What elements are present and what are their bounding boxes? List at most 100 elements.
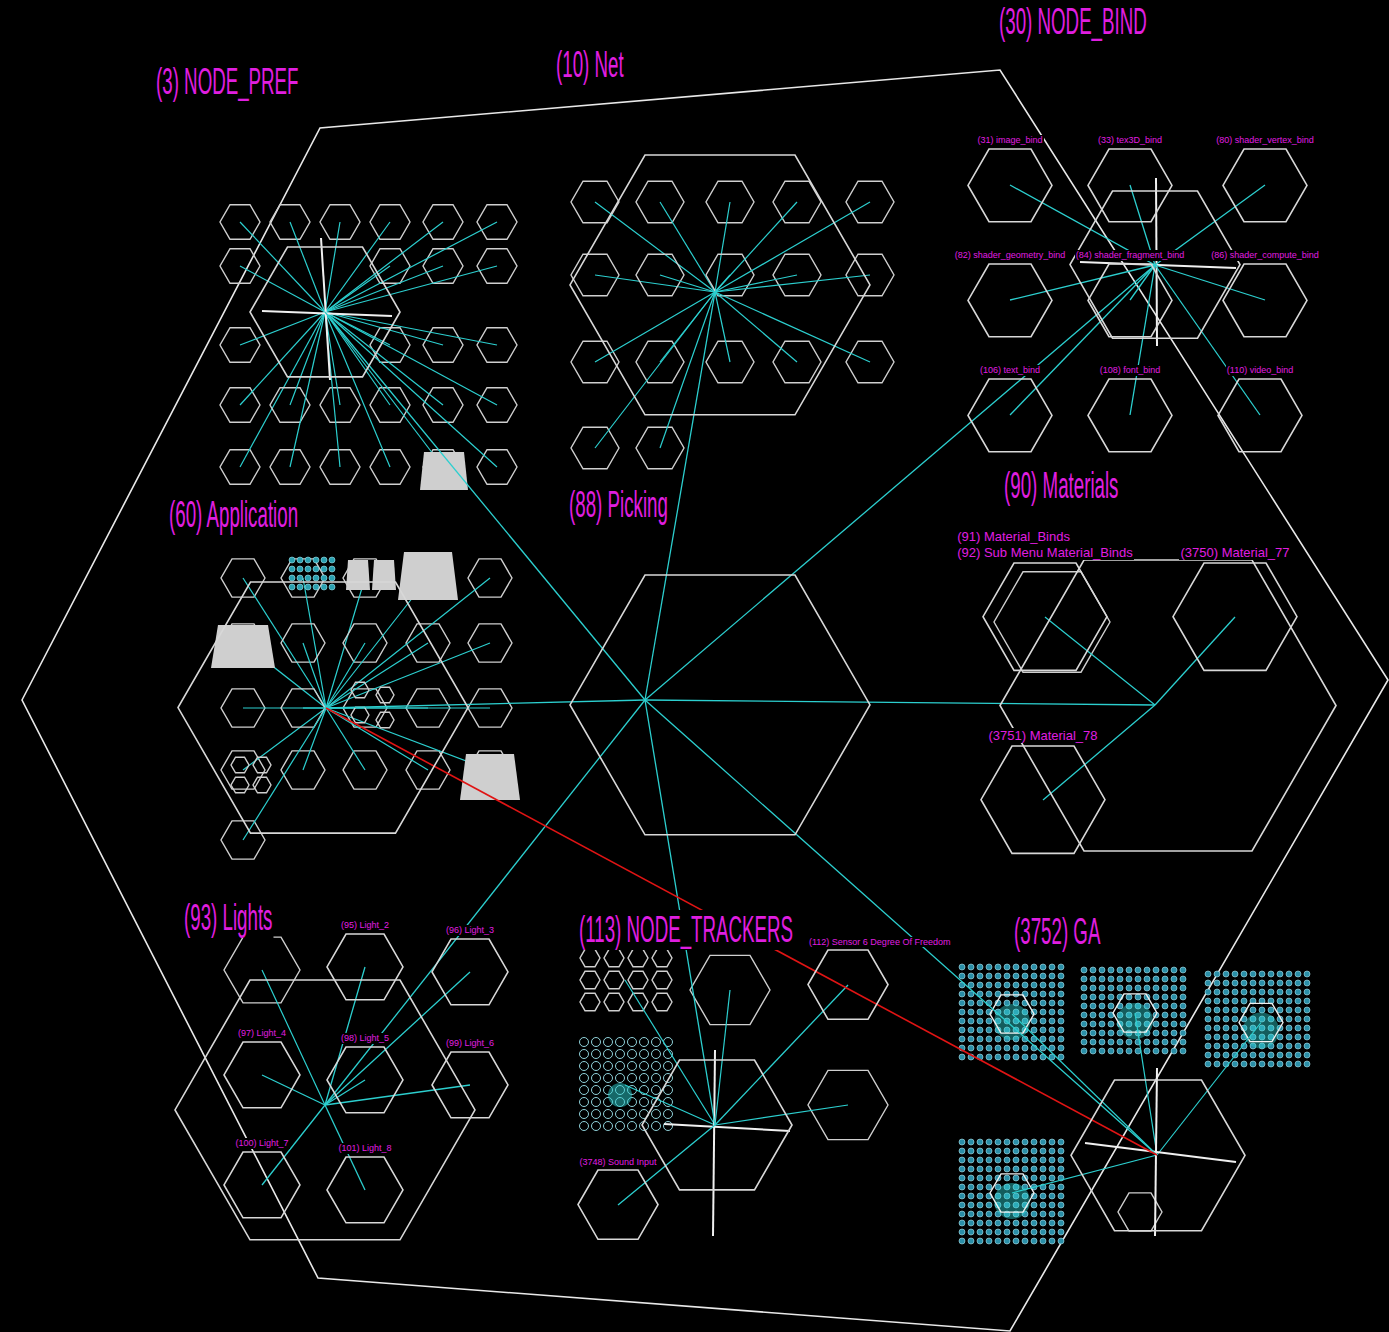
hexagon-outline [327, 1157, 403, 1223]
hexagon-outline [178, 582, 468, 833]
dot-grid [995, 964, 1001, 970]
dot-grid [1013, 1054, 1019, 1060]
dot-grid [977, 1202, 983, 1208]
dot-grid [289, 584, 295, 590]
node-label: (110) video_bind [1226, 365, 1294, 376]
dot-grid [1144, 1039, 1150, 1045]
spoke-line [595, 202, 715, 292]
dot-grid [1171, 985, 1177, 991]
dot-grid [1058, 1148, 1064, 1154]
dot-grid [968, 1027, 974, 1033]
hexagon-outline [1088, 149, 1172, 222]
dot-grid [1232, 1007, 1238, 1013]
dot-grid [986, 1220, 992, 1226]
dot-grid [977, 964, 983, 970]
spoke-line [1157, 1023, 1261, 1156]
dot-grid [1214, 1034, 1220, 1040]
dot-grid [1268, 980, 1274, 986]
dot-grid [1058, 1184, 1064, 1190]
dot-grid [986, 1148, 992, 1154]
dot-grid [628, 1074, 637, 1083]
dot-grid [329, 584, 335, 590]
child-hexagon: (98) Light_5 [327, 1033, 403, 1115]
dot-grid [1031, 964, 1037, 970]
outer-hexagon [22, 70, 1388, 1331]
dot-grid [616, 1038, 625, 1047]
dot-grid [1022, 973, 1028, 979]
dot-grid [1250, 971, 1256, 977]
dot-grid [1205, 1016, 1211, 1022]
dot-grid [1259, 1061, 1265, 1067]
dot-grid [1304, 1007, 1310, 1013]
dot-grid [592, 1110, 601, 1119]
grey-trapezoid [398, 552, 458, 600]
dot-grid [1022, 1157, 1028, 1163]
dot-grid [1081, 994, 1087, 1000]
dot-grid [959, 1036, 965, 1042]
small-hexagon [376, 712, 394, 728]
dot-grid [959, 1229, 965, 1235]
dot-grid [1004, 1175, 1010, 1181]
dot-grid [1304, 980, 1310, 986]
dot-grid [1214, 1043, 1220, 1049]
dot-grid [968, 1238, 974, 1244]
dot-grid [1004, 1054, 1010, 1060]
dot-grid [977, 1220, 983, 1226]
dot-grid [1223, 971, 1229, 977]
dot-grid [1040, 991, 1046, 997]
dot-grid [977, 1009, 983, 1015]
dot-grid [1013, 1045, 1019, 1051]
spoke-line [325, 222, 497, 312]
hexagon-outline [1173, 563, 1297, 670]
hexagon-outline [967, 378, 1053, 453]
dot-grid [1295, 1025, 1301, 1031]
dot-grid [1081, 985, 1087, 991]
dot-grid [977, 1000, 983, 1006]
dot-grid [1013, 1166, 1019, 1172]
dot-grid [1090, 976, 1096, 982]
child-hexagon: (3748) Sound Input [578, 1157, 658, 1242]
group-hexagon: (10) Net [555, 45, 870, 417]
hexagon-outline [250, 247, 400, 377]
dot-grid [1049, 1148, 1055, 1154]
dot-grid [313, 584, 319, 590]
dot-grid [1223, 980, 1229, 986]
dot-grid [977, 1229, 983, 1235]
dot-grid [1058, 1220, 1064, 1226]
dot-grid [986, 1018, 992, 1024]
dot-grid [995, 1139, 1001, 1145]
hexagon-outline [981, 746, 1105, 853]
dot-grid [968, 1009, 974, 1015]
dot-grid [1223, 998, 1229, 1004]
spoke-line [325, 222, 443, 312]
hexagon-outline [174, 979, 476, 1241]
dot-grid [1171, 1039, 1177, 1045]
dot-grid [1250, 1061, 1256, 1067]
child-hexagon: (91) Material_Binds(92) Sub Menu Materia… [956, 529, 1134, 673]
child-hexagon: (80) shader_vertex_bind [1215, 135, 1315, 224]
dot-grid [959, 1009, 965, 1015]
dot-grid [1099, 1030, 1105, 1036]
dot-grid [1031, 1139, 1037, 1145]
dot-grid [297, 566, 303, 572]
dot-grid [305, 575, 311, 581]
hexagon-outline [224, 1042, 300, 1108]
dot-grid [1049, 1027, 1055, 1033]
dot-grid [664, 1062, 673, 1071]
dot-grid [1004, 1166, 1010, 1172]
dot-grid [1058, 991, 1064, 997]
dot-grid [604, 1038, 613, 1047]
dot-grid [321, 557, 327, 563]
dot-grid [652, 1086, 661, 1095]
dot-grid [1241, 980, 1247, 986]
connector-line [1010, 265, 1155, 300]
dot-grid [986, 1157, 992, 1163]
dot-grid [1153, 994, 1159, 1000]
dot-grid [986, 1054, 992, 1060]
hexagon-outline [432, 1052, 508, 1118]
dot-grid [1058, 964, 1064, 970]
dot-grid [1232, 998, 1238, 1004]
dot-grid [1022, 1148, 1028, 1154]
group-title: (30) NODE_BIND [998, 2, 1148, 42]
hexagon-outline [1223, 149, 1307, 222]
